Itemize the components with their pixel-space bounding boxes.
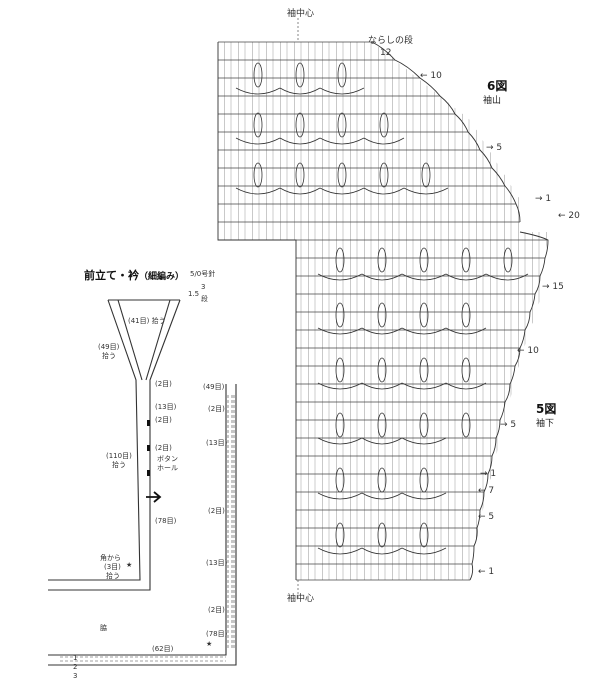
row-1a-label: → 1	[535, 194, 552, 204]
front-band-title-text: 前立て・衿	[84, 269, 139, 282]
left-2a-label: (2目)	[155, 380, 172, 388]
waki-label: 脇	[100, 624, 107, 632]
side-dan-label: 段	[201, 295, 208, 303]
fig6-subtitle: 袖山	[483, 96, 502, 106]
chain-rows	[218, 41, 548, 581]
row-10a-label: ← 10	[420, 71, 442, 81]
right-78-label: (78目)	[206, 630, 228, 638]
buttonhole-label-2: ホール	[157, 464, 178, 472]
buttonholes	[147, 420, 150, 476]
right-49-label: (49目)	[203, 383, 225, 391]
right-2c-label: (2目)	[208, 606, 225, 614]
collar-41-label: (41目) 拾う	[128, 317, 166, 325]
corner-from-label: 角から	[100, 554, 121, 562]
row-1-label: 1	[73, 654, 78, 662]
front-band-title: 前立て・衿（細編み）	[84, 270, 184, 282]
right-2b-label: (2目)	[208, 507, 225, 515]
front-band-title-sub: （細編み）	[139, 272, 185, 282]
bottom-62-label: (62目)	[152, 645, 174, 653]
sleeve-center-label-bottom: 袖中心	[287, 594, 315, 604]
left-49-label: (49目)	[98, 343, 120, 351]
band-stitches	[60, 395, 235, 662]
corner-3-label: (3目)	[104, 563, 121, 571]
left-49-pick-label: 拾う	[102, 352, 116, 360]
narashi-label: ならしの段	[368, 36, 414, 46]
left-110-label: (110目)	[106, 452, 132, 460]
row-20-label: ← 20	[558, 211, 580, 221]
left-2c-label: (2目)	[155, 444, 172, 452]
left-2b-label: (2目)	[155, 416, 172, 424]
chart-outline	[217, 42, 297, 580]
side-1-5-label: 1.5	[188, 290, 200, 298]
scalloped-edge	[371, 41, 549, 581]
fig6-title: 6図	[487, 79, 508, 93]
side-3-label: 3	[201, 283, 206, 291]
right-2a-label: (2目)	[208, 405, 225, 413]
star-2: ★	[206, 640, 213, 648]
left-110-pick-label: 拾う	[112, 461, 126, 469]
row-1b-label: → 1	[480, 469, 497, 479]
row-7-label: ← 7	[478, 486, 495, 496]
buttonhole-label: ボタン	[157, 455, 178, 463]
row-5c-label: ← 5	[478, 512, 495, 522]
row-15-label: → 15	[542, 282, 564, 292]
row-10b-label: ← 10	[517, 346, 539, 356]
star-1: ★	[126, 561, 133, 569]
corner-pick-label: 拾う	[106, 572, 120, 580]
row-5b-label: → 5	[500, 420, 517, 430]
row-12-label: 12	[380, 48, 392, 58]
left-78-label: (78目)	[155, 517, 177, 525]
row-1c-label: ← 1	[478, 567, 495, 577]
row-3-label: 3	[73, 672, 78, 680]
hook-size-label: 5/0号針	[190, 270, 216, 278]
right-13b-label: (13目)	[206, 559, 228, 567]
leaf-motifs	[235, 62, 529, 555]
fig5-subtitle: 袖下	[536, 419, 555, 429]
row-5a-label: → 5	[486, 143, 503, 153]
row-2-label: 2	[73, 663, 78, 671]
sleeve-underarm-region	[296, 232, 548, 580]
right-13a-label: (13目)	[206, 439, 228, 447]
left-13a-label: (13目)	[155, 403, 177, 411]
fig5-title: 5図	[536, 402, 557, 416]
sleeve-center-label-top: 袖中心	[287, 9, 315, 19]
